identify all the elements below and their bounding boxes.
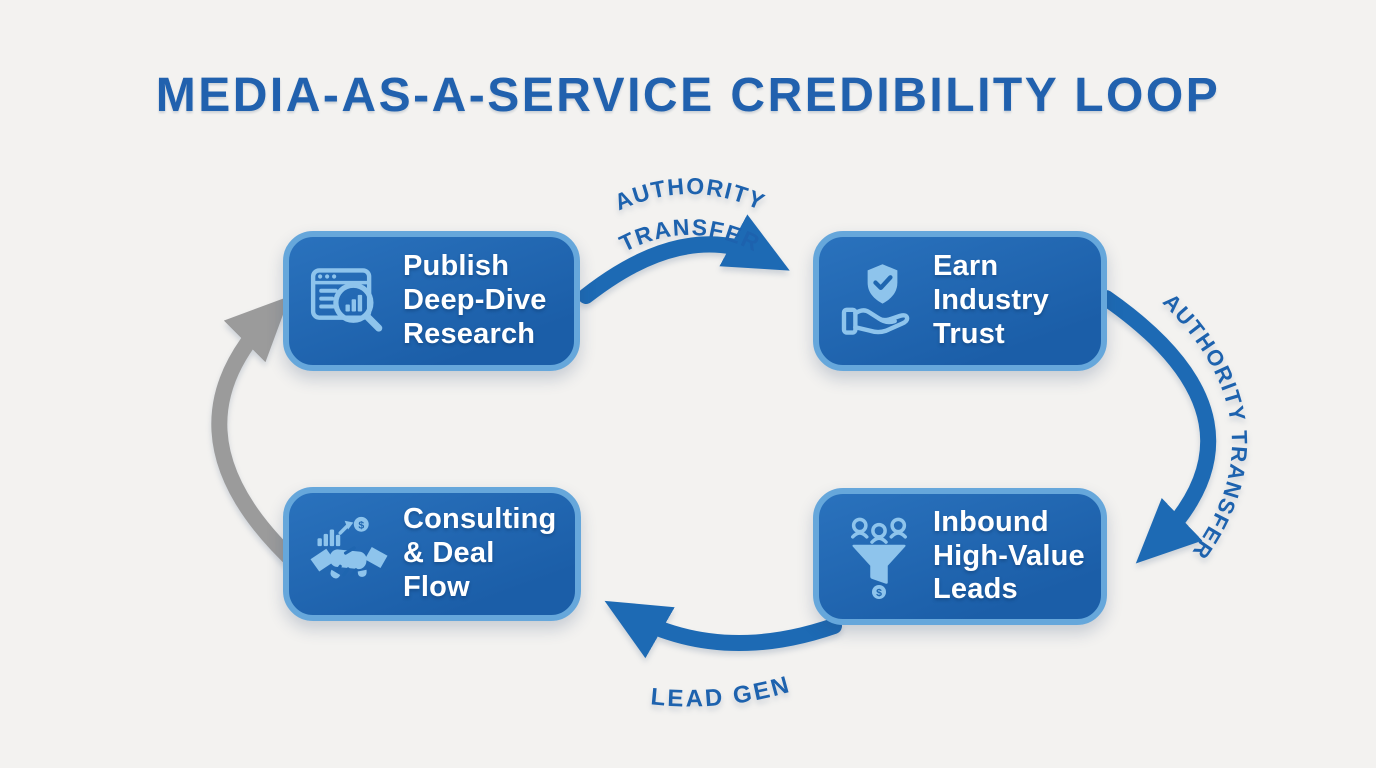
lead-funnel-icon: $ <box>837 515 921 599</box>
node-earn-industry-trust: Earn Industry Trust <box>813 231 1107 371</box>
authority-transfer-arrow-right <box>1098 290 1217 564</box>
authority-transfer-label-top-line2: TRANSFER <box>615 214 764 257</box>
research-magnifier-icon <box>307 259 391 343</box>
node-inbound-high-value-leads: $ Inbound High-Value Leads <box>813 488 1107 625</box>
node-label: Consulting & Deal Flow <box>403 503 557 603</box>
lead-gen-label: LEAD GEN <box>650 671 795 713</box>
node-publish-deep-dive-research: Publish Deep-Dive Research <box>283 231 580 371</box>
node-label: Publish Deep-Dive Research <box>403 250 547 350</box>
svg-text:$: $ <box>876 586 882 598</box>
shield-hand-icon <box>837 259 921 343</box>
node-consulting-deal-flow: $ Consulting & Deal Flow <box>283 487 581 621</box>
node-label: Inbound High-Value Leads <box>933 505 1085 606</box>
svg-text:$: $ <box>358 519 364 531</box>
authority-transfer-label-right: AUTHORITY TRANSFER <box>1158 289 1252 565</box>
node-label: Earn Industry Trust <box>933 250 1049 350</box>
handshake-icon: $ <box>307 512 391 596</box>
lead-gen-arrow-bottom <box>604 600 842 659</box>
diagram-title: MEDIA-AS-A-SERVICE CREDIBILITY LOOP <box>155 69 1221 122</box>
authority-transfer-label-top-line1: AUTHORITY <box>611 173 770 216</box>
loop-back-arrow-left <box>211 296 296 564</box>
authority-transfer-arrow-top <box>578 214 790 304</box>
